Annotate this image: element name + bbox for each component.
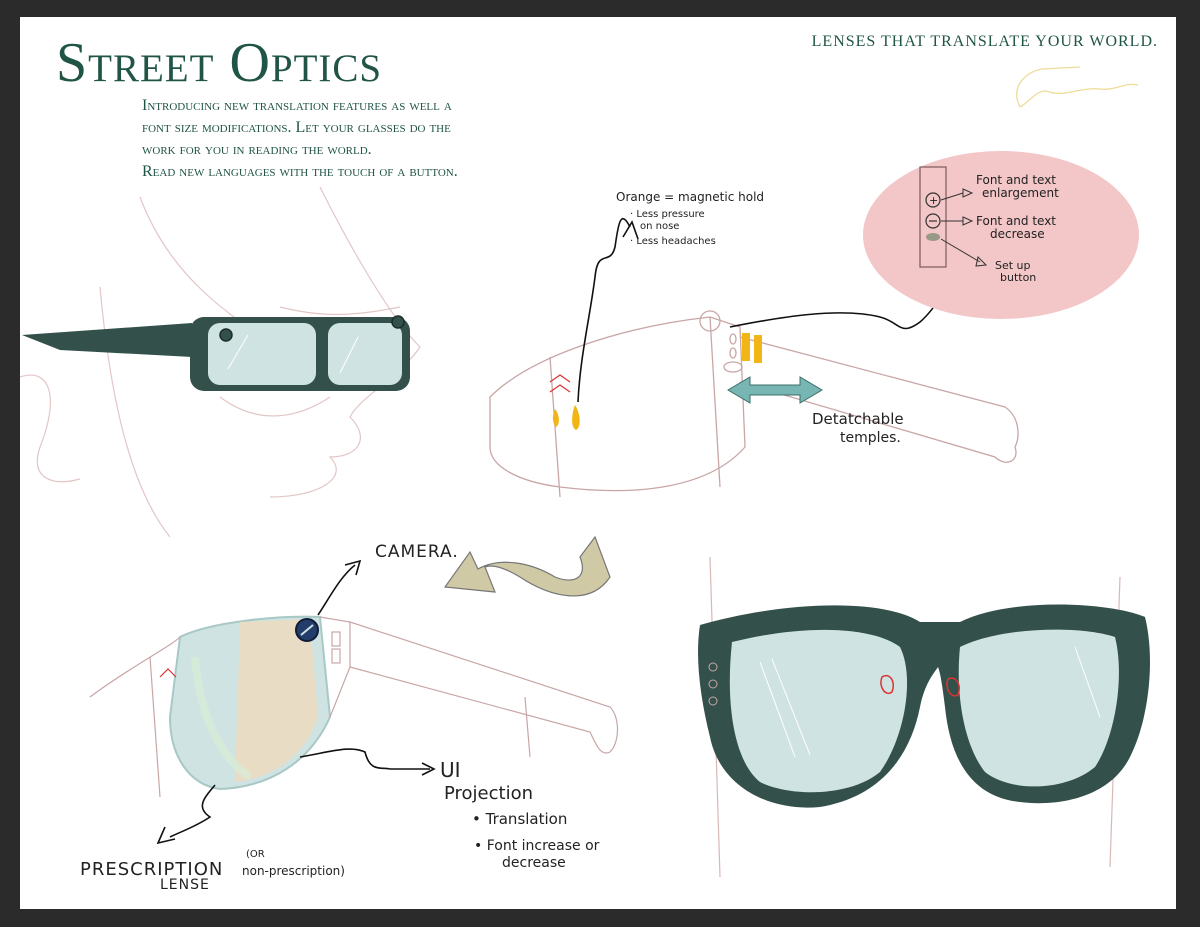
glasses-side-view <box>22 315 410 391</box>
magnetic-hold-pads <box>552 333 762 430</box>
prescription-label: PRESCRIPTION <box>80 859 223 880</box>
magnetic-bullet-pressure: · Less pressure <box>630 209 705 220</box>
temples-label-2: temples. <box>840 430 901 446</box>
brand-tagline: LENSES THAT TRANSLATE YOUR WORLD. <box>811 33 1158 50</box>
magnetic-bullet-headaches: · Less headaches <box>630 236 716 247</box>
glasses-front-view <box>698 556 1150 878</box>
rotate-arrow <box>443 535 611 597</box>
magnetic-bullet-pressure-2: on nose <box>640 221 679 232</box>
glasses-three-quarter-view <box>489 310 1019 498</box>
ui-bullet-translation: • Translation <box>472 810 567 828</box>
signature-scribble <box>1016 66 1139 108</box>
ui-projection-label-2: Projection <box>444 783 533 804</box>
ui-bullet-font-2: decrease <box>502 855 566 871</box>
non-prescription-note: (OR <box>246 849 265 860</box>
brand-title: Street Optics <box>56 32 383 94</box>
controls-bubble: + <box>863 151 1139 319</box>
temples-label: Detatchable <box>812 410 904 428</box>
setup-label-2: button <box>1000 271 1036 284</box>
ui-bullet-font: • Font increase or <box>474 838 600 854</box>
plus-glyph: + <box>929 194 938 207</box>
decrease-label-2: decrease <box>990 227 1045 241</box>
intro-text: Introducing new translation features as … <box>142 95 522 183</box>
non-prescription-note-2: non-prescription) <box>242 864 345 878</box>
ui-projection-label: UI <box>440 758 461 782</box>
intro-line: font size modifications. Let your glasse… <box>142 119 451 136</box>
intro-line: Read new languages with the touch of a b… <box>142 163 458 180</box>
intro-line: work for you in reading the world. <box>142 141 372 158</box>
camera-label: CAMERA. <box>375 542 459 562</box>
magnetic-hold-title: Orange = magnetic hold <box>616 190 764 204</box>
plus-button-icon <box>925 192 941 208</box>
decrease-label: Font and text <box>976 214 1056 228</box>
intro-line: Introducing new translation features as … <box>142 97 452 114</box>
concept-sheet: Street Optics LENSES THAT TRANSLATE YOUR… <box>20 17 1176 909</box>
glasses-lens-view <box>89 615 619 798</box>
sketch-canvas: + <box>20 66 1150 893</box>
temple-arm <box>22 323 192 357</box>
setup-button-icon <box>926 233 940 241</box>
magnetic-callout-arrow <box>577 218 639 403</box>
prescription-label-2: LENSE <box>160 877 210 893</box>
setup-label: Set up <box>995 259 1031 272</box>
enlarge-label: Font and text <box>976 173 1056 187</box>
minus-button-icon <box>925 213 941 229</box>
enlarge-label-2: enlargement <box>982 186 1059 200</box>
camera-callout-arrow <box>317 559 362 616</box>
detach-double-arrow <box>727 376 823 404</box>
lens-callout-arrow <box>156 784 216 845</box>
ui-projection-arrow <box>299 748 436 776</box>
